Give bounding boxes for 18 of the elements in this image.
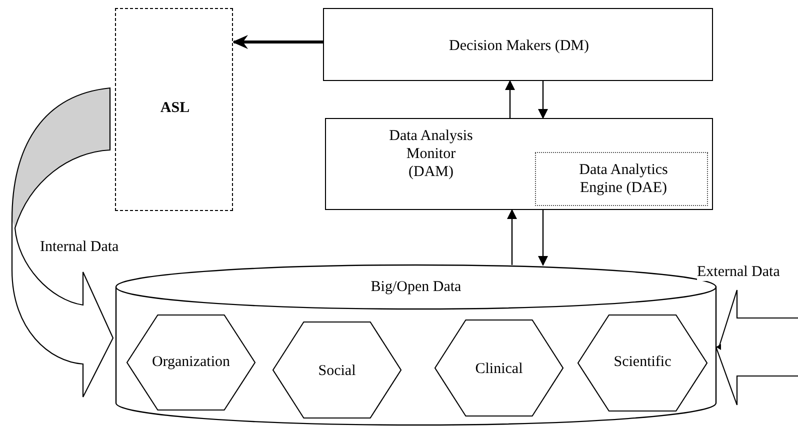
node-label: Clinical — [474, 360, 524, 378]
category-hexagon — [273, 322, 401, 418]
node-label: Data Analytics Engine (DAE) — [578, 161, 669, 197]
category-hexagon — [578, 315, 707, 411]
category-hexagon — [435, 320, 563, 416]
component-box — [535, 152, 708, 206]
process-box — [325, 118, 713, 210]
edge-label: External Data — [697, 263, 780, 281]
process-box — [323, 8, 713, 81]
node-label: ASL — [159, 99, 191, 117]
database-title: Big/Open Data — [370, 278, 462, 296]
node-label: Decision Makers (DM) — [448, 37, 590, 55]
process-box — [115, 8, 233, 211]
node-label: Data Analysis Monitor (DAM) — [388, 127, 474, 181]
node-label: Social — [317, 362, 357, 380]
node-label: Scientific — [612, 353, 672, 371]
category-hexagon — [127, 315, 255, 410]
node-label: Organization — [150, 353, 232, 371]
